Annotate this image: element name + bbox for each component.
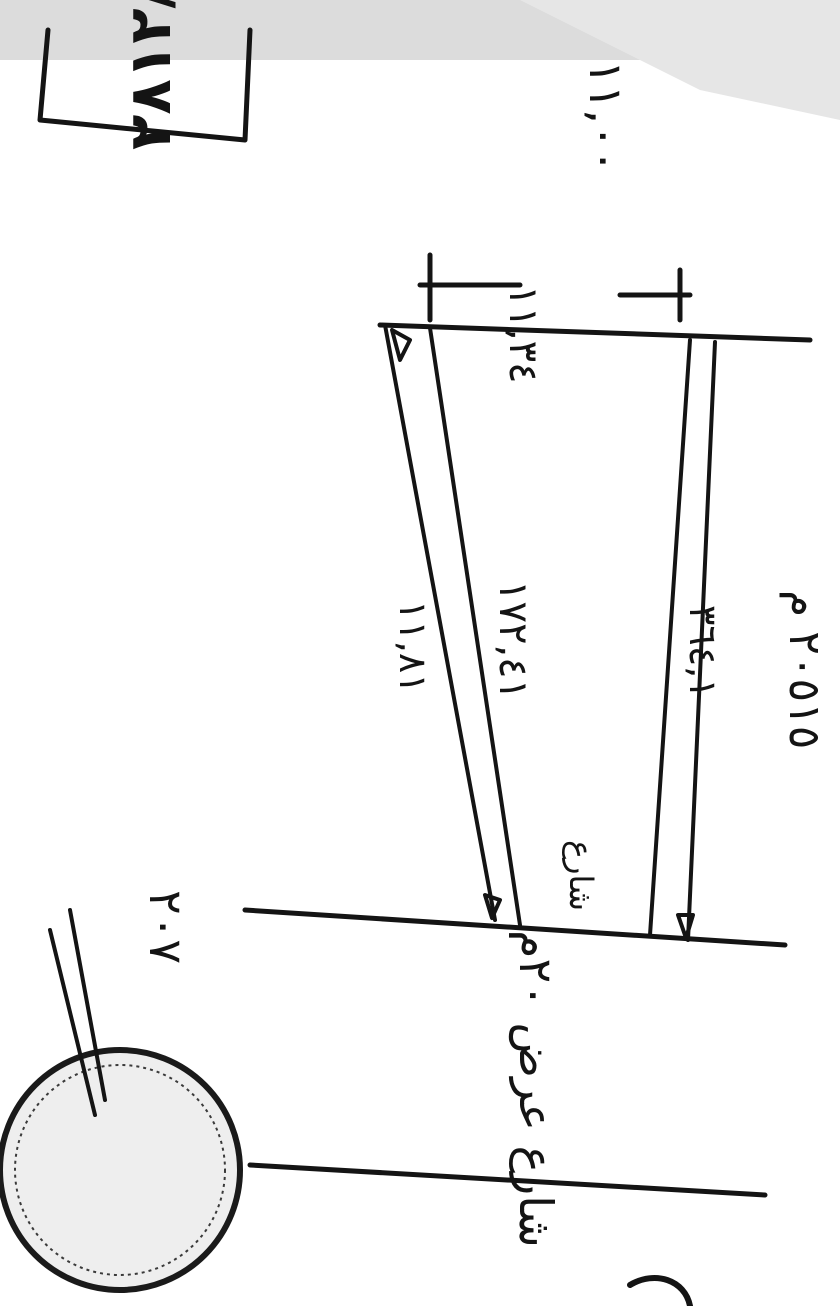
right-dimension-label: ١١,٣٤ <box>500 285 546 384</box>
header-number: ٢٨١٢/٢٠٧ <box>116 0 184 150</box>
corner-mark <box>627 1275 693 1306</box>
top-right-measure: ١١,٠٠ <box>579 60 633 173</box>
diagonal-note: شارع <box>562 840 600 911</box>
left-dimension-label: ١٧٢,٤١ <box>490 580 536 700</box>
parcel-outline <box>242 322 813 948</box>
header-block: ٢٨١٢/٢٠٧ <box>37 0 253 150</box>
dimension-tick-top <box>417 252 693 323</box>
street-label: شارع عرض ٢٠م <box>508 930 563 1248</box>
stamp <box>0 908 243 1293</box>
scan-shadow-right <box>520 0 840 120</box>
left-dimension-sub: ١١,٨١ <box>391 600 435 694</box>
stamp-note: ٢٠٧ <box>139 890 193 964</box>
right-side-label: ٣٦٤,١ <box>681 605 725 699</box>
street-boundary <box>247 1162 768 1198</box>
side-label-far-right: ٢٠٥١٥ م <box>779 590 830 749</box>
